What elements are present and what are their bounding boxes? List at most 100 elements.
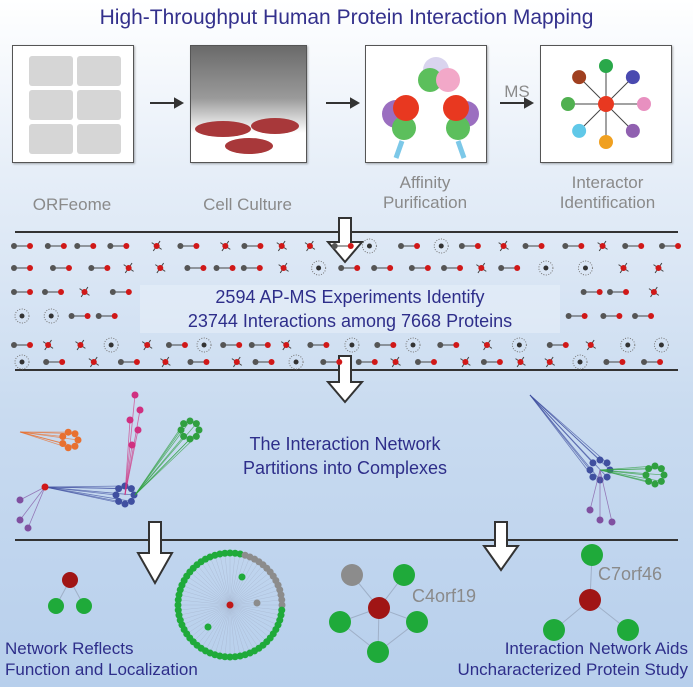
complex-node [657,477,665,485]
protein-hub [288,354,304,370]
protein-node [562,243,569,249]
protein-node [546,359,553,365]
complex-node [645,465,653,473]
protein-node [49,265,56,271]
ring-node [278,596,286,604]
protein-node [500,243,507,249]
protein-node [19,359,25,365]
ms-label: MS [504,82,530,101]
protein-node [293,359,299,365]
complex-node [586,506,594,514]
protein-node [125,265,132,271]
complex-node [596,516,604,524]
protein-node [596,289,603,295]
protein-node [655,265,662,271]
protein-node [59,359,66,365]
network-caption: The Interaction Network Partitions into … [195,432,495,480]
protein-node [177,243,184,249]
protein-node [11,243,17,249]
complex-node [71,430,79,438]
bait-node [41,483,49,491]
protein-node [606,289,613,295]
prey-node [76,598,92,614]
protein-node [60,243,67,249]
protein-node [483,342,490,348]
protein-node [392,359,399,365]
protein-node [371,359,378,365]
protein-node [347,243,354,249]
protein-node [81,289,88,295]
caption-line: The Interaction Network [249,434,441,454]
ring-node [278,601,286,609]
step-label-affinity: Affinity Purification [365,173,485,213]
complex-node [651,480,659,488]
down-arrows [136,217,520,586]
protein-node [58,289,65,295]
protein-node [240,265,247,271]
protein-node [117,359,124,365]
complex-node [177,426,185,434]
protein-node [371,265,378,271]
protein-node [414,359,421,365]
protein-hub [196,337,212,353]
protein-node [88,265,95,271]
protein-node [408,265,415,271]
interactor-panel [540,45,672,163]
protein-node [577,359,583,365]
protein-node [222,243,229,249]
ring-node [174,601,182,609]
protein-node [264,342,271,348]
protein-node [480,359,487,365]
page-title: High-Throughput Human Protein Interactio… [99,6,594,29]
protein-node [181,342,188,348]
bait-node [226,601,234,609]
protein-node [616,313,623,319]
plates-icon [29,56,121,154]
protein-node [641,359,648,365]
protein-node [229,265,236,271]
protein-node [366,243,372,249]
protein-node [153,243,160,249]
protein-node [538,243,545,249]
gray-node [253,599,261,607]
complex-node [59,433,67,441]
step-label-interactor: Interactor Identification [540,173,675,213]
protein-node [109,289,116,295]
interactor-node [572,123,587,138]
protein-node [578,243,585,249]
complex-node [128,441,136,449]
protein-node [355,359,362,365]
prey-node [238,573,246,581]
protein-node [90,359,97,365]
protein-node [565,313,572,319]
complex-node [645,477,653,485]
protein-node [44,243,51,249]
protein-node [187,359,194,365]
protein-node [84,313,91,319]
protein-complex-icon [382,57,479,159]
protein-node [162,359,169,365]
protein-node [11,342,17,348]
protein-node [165,342,172,348]
protein-node [68,313,75,319]
prey-node [48,598,64,614]
protein-node [104,265,111,271]
protein-node [220,342,227,348]
complex-node [127,497,135,505]
protein-hub [577,260,593,276]
complex-node [131,391,139,399]
protein-node [184,265,191,271]
protein-node [323,342,330,348]
complex-node [115,497,123,505]
complex-node [126,416,134,424]
protein-node [516,342,522,348]
protein-node [619,359,626,365]
protein-hub [311,260,327,276]
bottom-right-caption: Interaction Network Aids Uncharacterized… [457,638,688,680]
protein-node [111,313,118,319]
protein-node [648,313,655,319]
protein-node [95,313,102,319]
ring-node [226,549,234,557]
protein-node [19,313,25,319]
